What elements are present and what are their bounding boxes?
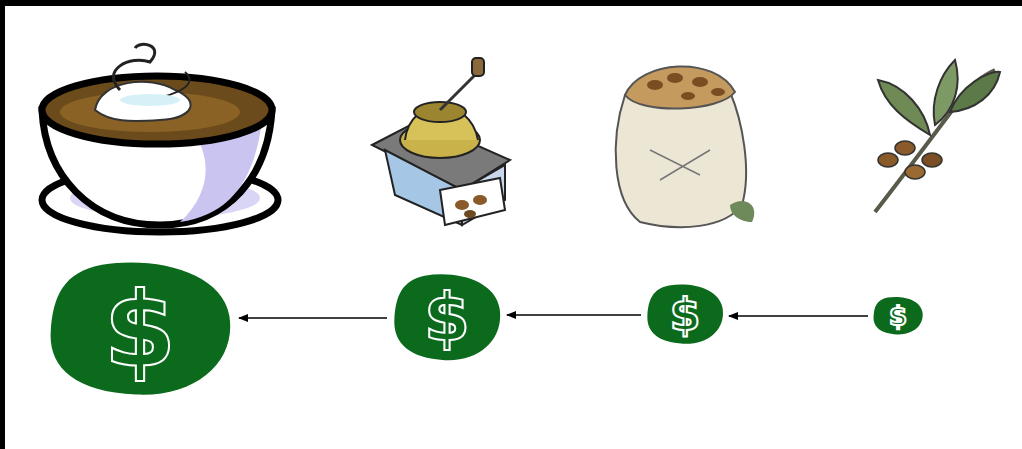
coffee-sack (616, 66, 754, 227)
dollar-sign: $ (645, 283, 725, 346)
coffee-grinder (372, 58, 510, 225)
frame-top (0, 0, 1022, 6)
money-blob: $ (391, 272, 503, 364)
money-blob: $ (872, 296, 924, 336)
value-arrow (239, 317, 387, 318)
coffee-plant (875, 60, 1000, 212)
coffee-cup (42, 44, 278, 232)
dollar-sign: $ (872, 296, 924, 336)
frame-left (0, 0, 5, 449)
money-blob: $ (45, 259, 235, 400)
value-arrow (729, 315, 868, 316)
dollar-sign: $ (391, 272, 503, 364)
dollar-sign: $ (45, 259, 235, 400)
value-arrow (507, 314, 641, 315)
money-blob: $ (645, 283, 725, 346)
